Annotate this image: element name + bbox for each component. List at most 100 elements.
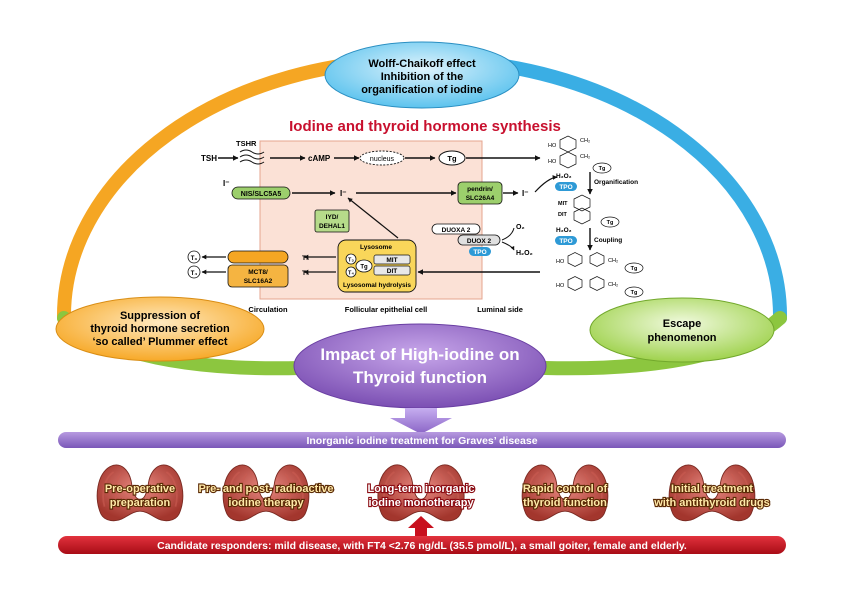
iodide-tpo-arrow bbox=[534, 175, 558, 193]
duox2-label: DUOX 2 bbox=[467, 238, 492, 245]
iodide-lumen-label: I⁻ bbox=[522, 189, 528, 198]
escape-line-1: Escape bbox=[663, 318, 702, 330]
t3-transporter bbox=[227, 250, 289, 264]
treatment-radioactive: Pre- and post- radioactive iodine therap… bbox=[197, 464, 335, 522]
lysosome-label: Lysosome bbox=[360, 244, 392, 251]
treatment-3-line-1: Long-term inorganic bbox=[368, 483, 475, 495]
treatment-2-line-1: Pre- and post- radioactive bbox=[198, 483, 333, 495]
iyd-label-1: IYD/ bbox=[326, 214, 339, 221]
lyso-hydrolysis-label: Lysosomal hydrolysis bbox=[343, 282, 411, 289]
camp-label: cAMP bbox=[308, 154, 331, 163]
blood-t4-label: T₄ bbox=[191, 271, 198, 277]
synthesis-title: Iodine and thyroid hormone synthesis bbox=[289, 118, 561, 135]
plummer-line-1: Suppression of bbox=[120, 310, 200, 322]
treatment-4-line-1: Rapid control of bbox=[523, 483, 608, 495]
t4-cell-label: T₄ bbox=[302, 270, 309, 277]
nis-label: NIS/SLC5A5 bbox=[241, 191, 282, 198]
blood-t3-circle bbox=[187, 250, 201, 264]
nucleus-shape bbox=[359, 150, 405, 166]
tpo-badge-cell bbox=[469, 247, 491, 256]
footer-label: Candidate responders: mild disease, with… bbox=[157, 540, 687, 552]
tpo-badge-lumen-1 bbox=[555, 182, 577, 191]
banner-label: Inorganic iodine treatment for Graves’ d… bbox=[306, 435, 537, 447]
node-center-impact: Impact of High-iodine on Thyroid functio… bbox=[293, 323, 547, 409]
svg-text:MIT: MIT bbox=[558, 201, 568, 207]
plummer-line-3: ‘so called’ Plummer effect bbox=[92, 336, 227, 348]
mct8-label-1: MCT8/ bbox=[248, 269, 268, 276]
svg-text:HO: HO bbox=[556, 259, 565, 265]
organification-label: Organification bbox=[594, 179, 638, 186]
iodide-cell-label: I⁻ bbox=[340, 189, 346, 198]
treatment-1-line-2: preparation bbox=[110, 497, 171, 509]
iyd-label-2: DEHAL1 bbox=[319, 223, 345, 230]
node-escape-phenomenon: Escape phenomenon bbox=[589, 297, 775, 363]
mct8-label-2: SLC16A2 bbox=[244, 278, 273, 285]
luminal-label: Luminal side bbox=[477, 305, 523, 314]
coupled-hormone-1: HO CH₂ Tg bbox=[556, 252, 644, 274]
tg-node bbox=[438, 150, 466, 166]
tshr-receptor-icon bbox=[239, 149, 265, 165]
lyso-t3-circle bbox=[345, 253, 357, 265]
lyso-tg-label: Tg bbox=[360, 265, 368, 271]
pendrin-label-2: SLC26A4 bbox=[466, 195, 495, 202]
treatment-rapid-control: Rapid control of thyroid function bbox=[521, 464, 609, 522]
svg-text:DIT: DIT bbox=[558, 212, 568, 218]
coupled-hormone-2: HO CH₂ Tg bbox=[556, 276, 644, 298]
lyso-t3-label: T₃ bbox=[348, 258, 354, 264]
plummer-line-2: thyroid hormone secretion bbox=[90, 323, 230, 335]
iyd-enzyme bbox=[314, 209, 350, 233]
node-plummer-effect: Suppression of thyroid hormone secretion… bbox=[55, 296, 265, 362]
treatment-4-line-2: thyroid function bbox=[523, 497, 607, 509]
lumen-molecules: HO HO CH₂ CH₂ Tg TPO H₂O₂ Organification… bbox=[548, 135, 644, 298]
circulation-label: Circulation bbox=[248, 305, 288, 314]
lyso-mit-label: MIT bbox=[386, 257, 397, 264]
wolff-line-2: Inhibition of the bbox=[381, 71, 463, 83]
o2-label: O₂ bbox=[516, 224, 525, 231]
lyso-tg-node bbox=[355, 259, 373, 273]
mct8-transporter bbox=[227, 264, 289, 288]
iyd-recycle-arrow bbox=[347, 197, 399, 239]
follicular-label: Follicular epithelial cell bbox=[345, 305, 428, 314]
treatment-5-line-2: with antithyroid drugs bbox=[653, 497, 770, 509]
responders-footer: Candidate responders: mild disease, with… bbox=[58, 536, 786, 554]
treatment-banner: Inorganic iodine treatment for Graves’ d… bbox=[58, 432, 786, 448]
nucleus-label: nucleus bbox=[370, 156, 395, 163]
svg-text:HO: HO bbox=[548, 159, 557, 165]
impact-down-arrow bbox=[390, 408, 452, 434]
duox-arrow bbox=[501, 227, 514, 250]
treatment-3-line-2: iodine monotherapy bbox=[368, 497, 474, 509]
treatment-1-line-1: Pre-operative bbox=[105, 483, 175, 495]
h2o2-label-lumen-1: H₂O₂ bbox=[556, 173, 572, 180]
center-line-2: Thyroid function bbox=[353, 368, 487, 387]
coupling-label: Coupling bbox=[594, 237, 622, 244]
h2o2-label-cell: H₂O₂ bbox=[516, 250, 533, 257]
h2o2-label-lumen-2: H₂O₂ bbox=[556, 227, 572, 234]
treatment-2-line-2: iodine therapy bbox=[228, 497, 304, 509]
duox2-box bbox=[457, 234, 501, 246]
svg-text:HO: HO bbox=[548, 143, 557, 149]
tpo-label-lumen-1: TPO bbox=[559, 184, 572, 191]
treatment-monotherapy: Long-term inorganic iodine monotherapy bbox=[366, 463, 476, 522]
svg-text:CH₂: CH₂ bbox=[580, 138, 590, 144]
svg-text:CH₂: CH₂ bbox=[580, 154, 590, 160]
responder-up-arrow bbox=[408, 516, 434, 536]
duoxa2-box bbox=[431, 223, 481, 235]
mit-dit-structure: MIT DIT Tg bbox=[558, 194, 620, 228]
synthesis-panel: Iodine and thyroid hormone synthesis TSH… bbox=[187, 118, 644, 314]
t3-cell-label: T₃ bbox=[302, 255, 309, 262]
lyso-t4-label: T₄ bbox=[348, 271, 354, 277]
center-line-1: Impact of High-iodine on bbox=[320, 345, 519, 364]
tshr-label: TSHR bbox=[236, 139, 257, 148]
wolff-line-3: organification of iodine bbox=[361, 84, 483, 96]
svg-text:CH₂: CH₂ bbox=[608, 282, 618, 288]
svg-text:Tg: Tg bbox=[631, 290, 638, 296]
node-wolff-chaikoff: Wolff-Chaikoff effect Inhibition of the … bbox=[324, 41, 520, 109]
svg-text:Tg: Tg bbox=[631, 266, 638, 272]
treatment-row: Pre-operative preparation Pre- and post-… bbox=[96, 463, 771, 522]
treatment-preoperative: Pre-operative preparation bbox=[96, 464, 184, 522]
svg-text:Tg: Tg bbox=[607, 220, 614, 226]
pendrin-label-1: pendrin/ bbox=[467, 186, 493, 193]
lyso-t4-circle bbox=[345, 266, 357, 278]
duoxa2-label: DUOXA 2 bbox=[442, 227, 471, 234]
